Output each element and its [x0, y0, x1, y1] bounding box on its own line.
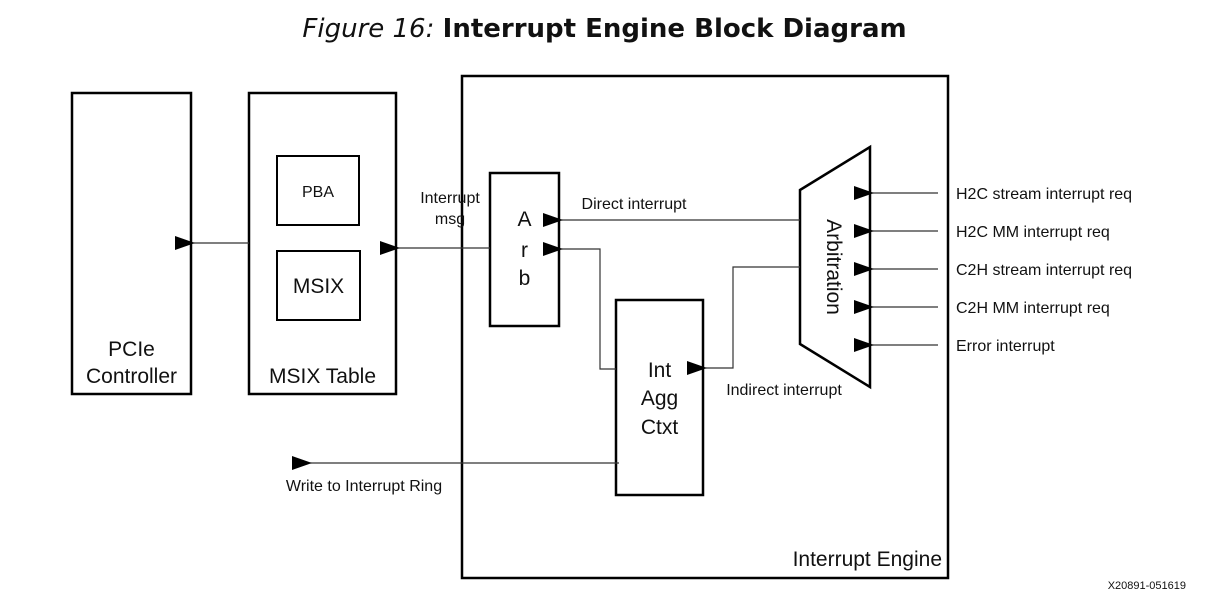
interrupt-msg-label-2: msg [435, 211, 465, 228]
interrupt-msg-label-1: Interrupt [420, 190, 480, 207]
arb-label-1: A [517, 208, 531, 231]
input-label: C2H MM interrupt req [956, 300, 1110, 317]
input-label: H2C MM interrupt req [956, 224, 1110, 241]
pcie-controller-label-2: Controller [86, 365, 177, 388]
arb-block: A r b [488, 171, 561, 328]
msix-table-block: MSIX Table PBA MSIX [247, 91, 398, 396]
indirect-interrupt-arrow [687, 266, 800, 375]
indirect-interrupt-label: Indirect interrupt [726, 382, 842, 399]
figure-name: Interrupt Engine Block Diagram [442, 14, 907, 44]
direct-interrupt-label: Direct interrupt [582, 196, 687, 213]
pcie-controller-block: PCIe Controller [70, 91, 193, 396]
write-to-ring-label: Write to Interrupt Ring [286, 478, 442, 495]
arbitration-label: Arbitration [822, 219, 845, 315]
figure-title: Figure 16: Interrupt Engine Block Diagra… [0, 14, 1209, 44]
msix-label: MSIX [293, 275, 344, 298]
int-agg-ctxt-label-2: Agg [641, 387, 678, 410]
pcie-controller-label-1: PCIe [108, 338, 155, 361]
input-requests: H2C stream interrupt req H2C MM interrup… [854, 186, 1132, 355]
figure-id: X20891-051619 [1108, 580, 1186, 592]
figure-label: Figure 16: [302, 14, 435, 44]
input-label: C2H stream interrupt req [956, 262, 1132, 279]
msix-table-label: MSIX Table [269, 365, 376, 388]
pba-label: PBA [302, 184, 334, 201]
input-label: Error interrupt [956, 338, 1055, 355]
arb-label-3: b [519, 267, 531, 290]
arbitration-block: Arbitration [798, 144, 872, 390]
int-agg-ctxt-label-3: Ctxt [641, 416, 679, 439]
int-agg-ctxt-label-1: Int [648, 359, 672, 382]
arb-label-2: r [521, 239, 528, 262]
interrupt-engine-label: Interrupt Engine [793, 548, 942, 571]
pba-block: PBA [276, 155, 360, 226]
msix-block: MSIX [276, 250, 361, 321]
input-label: H2C stream interrupt req [956, 186, 1132, 203]
interrupt-engine-block: Interrupt Engine [460, 74, 950, 580]
int-agg-ctxt-block: Int Agg Ctxt [614, 298, 705, 497]
agg-to-arb-arrow [543, 242, 616, 370]
